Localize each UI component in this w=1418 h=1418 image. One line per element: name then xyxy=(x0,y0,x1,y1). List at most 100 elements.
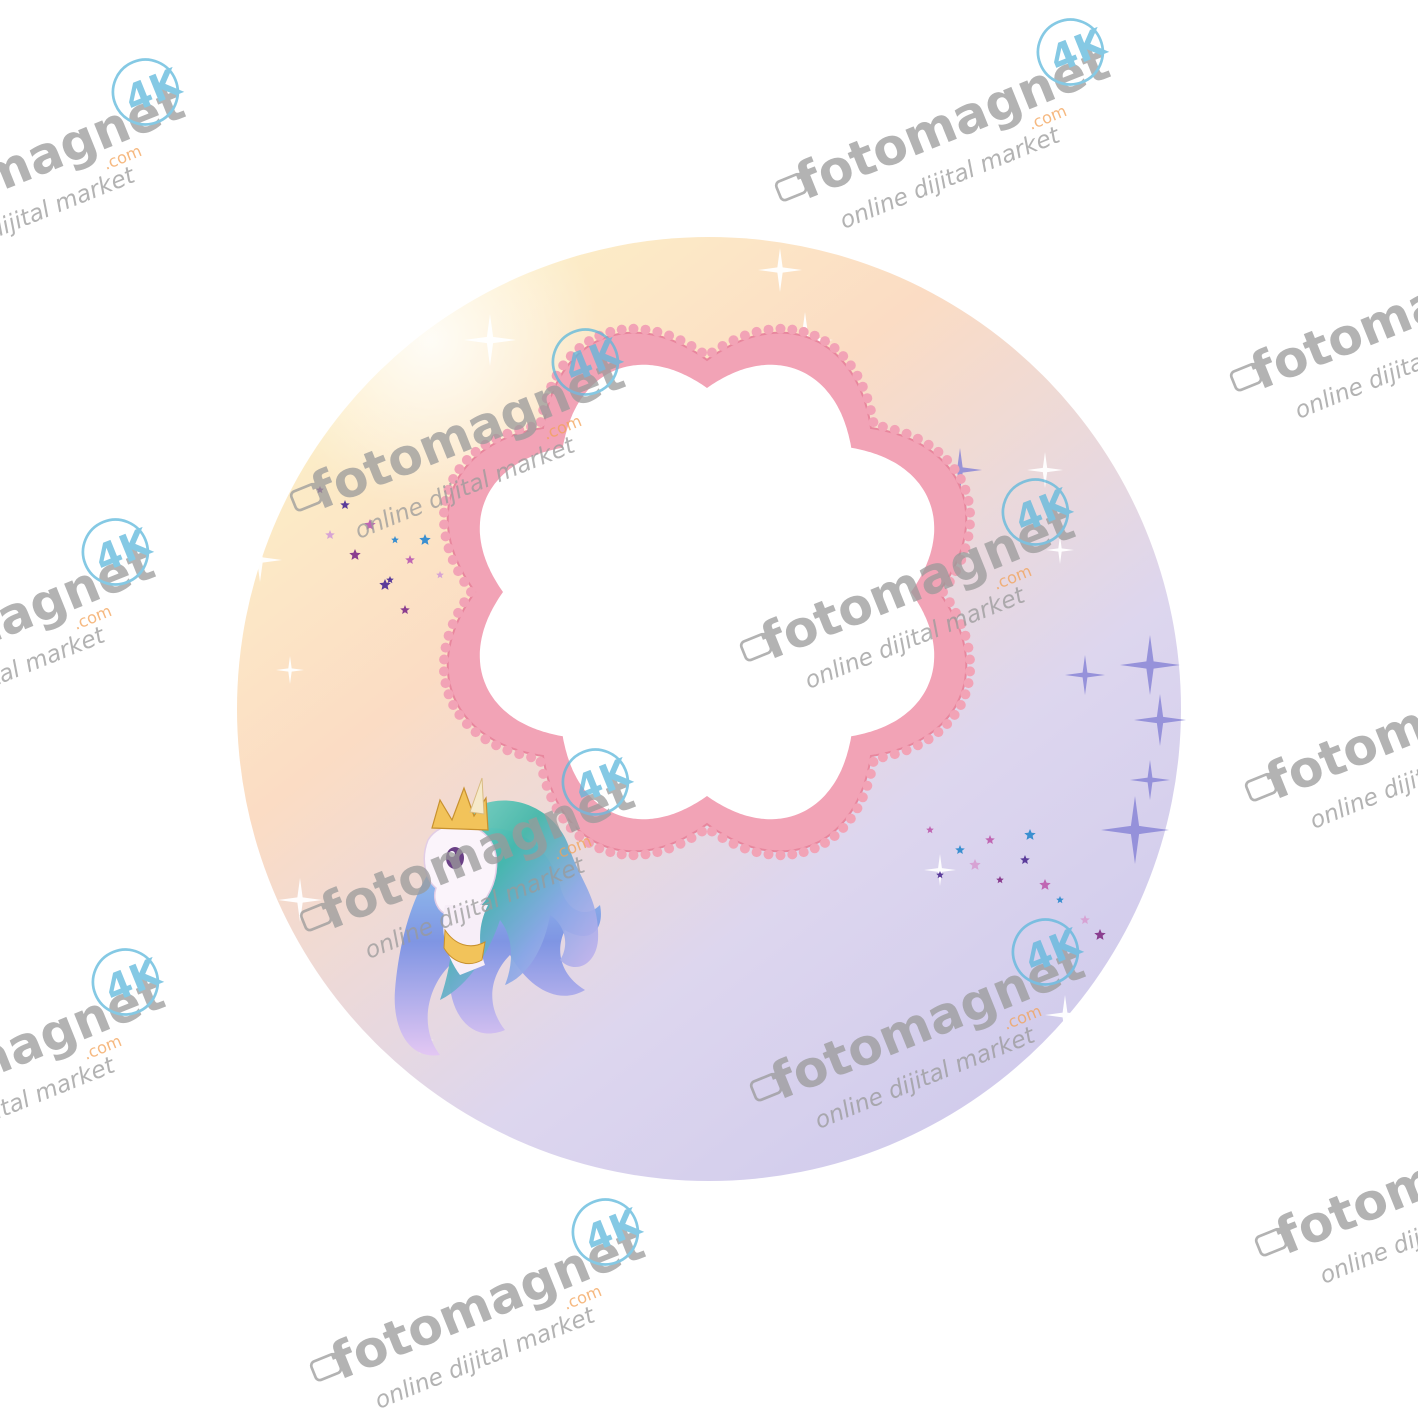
unicorn-crown xyxy=(431,786,489,831)
lace-dot xyxy=(440,531,451,542)
watermark-badge-ring xyxy=(571,1198,640,1266)
lace-dot xyxy=(461,455,472,465)
lace-dot xyxy=(448,474,459,484)
lace-dot xyxy=(526,421,537,432)
camera-icon xyxy=(289,482,323,512)
lace-dot xyxy=(616,849,627,860)
lace-dot xyxy=(551,803,562,814)
sparkle-icon xyxy=(1045,995,1085,1035)
sparkle-icon xyxy=(1101,796,1169,864)
camera-icon xyxy=(1244,772,1278,802)
lace-dot xyxy=(541,393,552,404)
lace-dot xyxy=(889,749,900,760)
lace-dot xyxy=(652,847,663,858)
lace-dot xyxy=(889,424,900,435)
lace-dot xyxy=(717,833,728,843)
lace-dot xyxy=(584,837,594,848)
camera-icon xyxy=(1254,1227,1288,1257)
lace-dot xyxy=(686,341,697,351)
lace-dot xyxy=(640,324,651,335)
lace-dot xyxy=(868,417,879,428)
lace-dot xyxy=(838,351,849,362)
lace-dot xyxy=(865,768,876,779)
lace-dot xyxy=(454,709,465,720)
lace-dot xyxy=(775,850,786,861)
lace-dot xyxy=(439,519,450,530)
star-icon xyxy=(405,555,415,564)
lace-dot xyxy=(877,421,888,432)
sparkle-icon xyxy=(1120,635,1180,695)
lace-dot xyxy=(574,831,585,841)
lace-dot xyxy=(960,543,971,554)
lace-dot xyxy=(857,381,868,392)
lace-dot xyxy=(728,838,739,849)
lace-dot xyxy=(950,607,961,618)
lace-dot xyxy=(526,752,537,763)
lace-dot xyxy=(565,351,576,362)
unicorn-necklace xyxy=(443,928,486,964)
lace-dot xyxy=(956,619,967,630)
lace-dot xyxy=(605,847,616,858)
lace-dot xyxy=(443,484,454,495)
star-icon xyxy=(955,845,965,854)
lace-dot xyxy=(809,843,820,854)
sparkle-icon xyxy=(464,314,516,366)
star-icon xyxy=(1020,855,1030,864)
lace-dot xyxy=(868,756,879,767)
lace-dot xyxy=(862,780,873,791)
lace-dot xyxy=(565,822,576,833)
lace-dot xyxy=(739,330,750,341)
lace-dot xyxy=(963,642,974,653)
lace-dot xyxy=(697,347,707,358)
lace-dot xyxy=(675,838,686,849)
lace-dot xyxy=(938,587,948,597)
lace-dot xyxy=(787,849,798,860)
lace-dot xyxy=(594,843,605,854)
lace-dot xyxy=(664,843,675,854)
lace-dot xyxy=(541,780,552,791)
sparkle-icon xyxy=(924,854,956,886)
lace-dot xyxy=(942,455,953,465)
star-icon xyxy=(926,826,934,834)
lace-dot xyxy=(964,654,975,665)
lace-dot xyxy=(640,849,651,860)
watermark-badge-ring xyxy=(81,518,150,586)
sparkle-icon xyxy=(1046,536,1074,564)
lace-dot xyxy=(707,347,717,358)
sparkle-icon xyxy=(1065,655,1105,695)
lace-dot xyxy=(923,439,934,450)
lace-dot xyxy=(865,405,876,416)
watermark-badge-ring xyxy=(111,58,180,126)
lace-dot xyxy=(535,417,546,428)
lace-dot xyxy=(965,666,975,677)
unicorn-illustration xyxy=(394,777,601,1056)
lace-dot xyxy=(459,576,470,587)
lace-dot xyxy=(454,464,465,475)
lace-dot xyxy=(775,323,786,334)
camera-icon xyxy=(774,172,808,202)
lace-dot xyxy=(901,428,912,439)
lace-dot xyxy=(964,519,975,530)
lace-dot xyxy=(955,474,966,484)
lace-dot xyxy=(439,654,450,665)
lace-dot xyxy=(470,446,481,457)
lace-dot xyxy=(584,336,594,347)
lace-dot xyxy=(480,734,491,745)
star-icon xyxy=(1056,896,1064,904)
lace-dot xyxy=(944,597,955,608)
lace-dot xyxy=(923,734,934,745)
lace-dot xyxy=(960,630,971,641)
lace-dot xyxy=(453,607,464,618)
lace-dot xyxy=(845,813,856,824)
sparkle-icon xyxy=(276,656,304,684)
lace-dot xyxy=(558,360,569,371)
unicorn-horn xyxy=(469,777,485,815)
sparkle-icon xyxy=(1134,694,1186,746)
star-icon xyxy=(1080,915,1090,924)
